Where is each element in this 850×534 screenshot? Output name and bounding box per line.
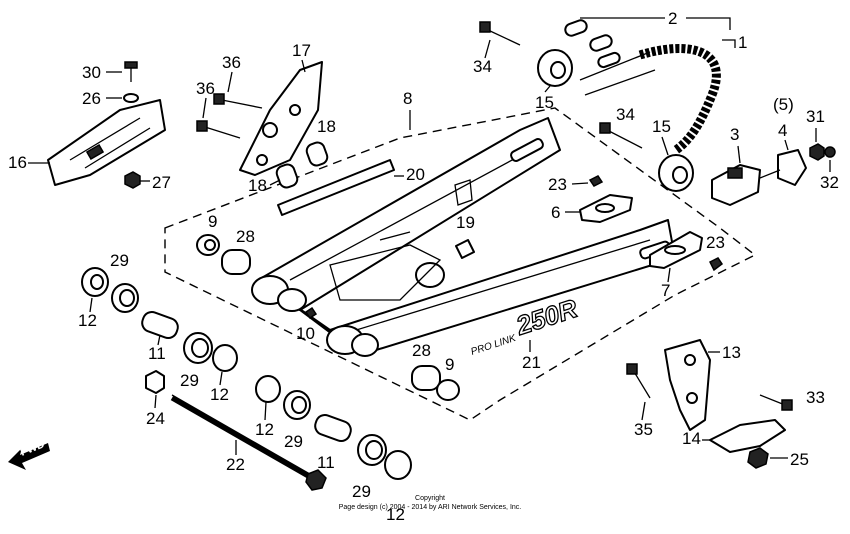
label-34b: 34 [616,105,635,124]
bolt-36-lower [204,126,241,139]
copyright-line1: Copyright [415,495,445,502]
decal-strip-20 [277,159,395,216]
label-36a: 36 [222,53,241,72]
label-4p: (5) [773,95,794,114]
label-16: 16 [8,153,27,172]
label-11a: 11 [148,344,166,363]
label-34a: 34 [473,57,492,76]
bolt-33 [759,394,786,406]
washer-26 [123,93,139,103]
drive-chain [579,44,721,154]
pivot-collar-11-b [314,413,352,443]
chain-guide-bracket-19 [455,239,475,259]
label-7: 7 [661,281,670,300]
chain-adjuster-plate-4 [777,149,807,186]
label-9b: 9 [445,355,454,374]
washer-31 [809,143,825,161]
label-27: 27 [152,173,171,192]
pivot-bolt-22 [170,395,317,483]
label-13: 13 [722,343,741,362]
label-20: 20 [406,165,425,184]
label-29a: 29 [110,251,129,270]
label-24: 24 [146,409,165,428]
label-22: 22 [226,455,245,474]
label-36b: 36 [196,79,215,98]
swingarm: PRO LINK 250R [251,117,676,358]
label-32: 32 [820,173,839,192]
label-19: 19 [456,213,475,232]
nut-27 [124,171,141,189]
needle-bearing-28-left [221,249,251,275]
label-23b: 23 [706,233,725,252]
chain-guide-13 [664,339,711,431]
label-18a: 18 [317,117,336,136]
dust-seal-12-c [255,375,281,403]
chain-guide-plate-17 [239,61,323,176]
label-30: 30 [82,63,101,82]
decal-prefix: PRO LINK [470,333,519,358]
label-21: 21 [522,353,541,372]
chain-joint-plates [564,19,621,69]
label-10: 10 [296,324,315,343]
nut-25 [747,447,769,469]
label-6: 6 [551,203,560,222]
label-26: 26 [82,89,101,108]
label-29d: 29 [352,482,371,501]
bolt-34-lower [606,129,643,149]
label-9a: 9 [208,212,217,231]
forward-arrow: FWD [8,438,50,470]
dust-seal-9-right [436,379,460,401]
label-15b: 15 [652,117,671,136]
copyright-line2: Page design (c) 2004 - 2014 by ARI Netwo… [339,504,522,511]
label-12a: 12 [78,311,97,330]
label-29b: 29 [180,371,199,390]
label-14: 14 [682,429,701,448]
label-28b: 28 [412,341,431,360]
label-1: 1 [738,33,747,52]
label-12b: 12 [210,385,229,404]
label-23a: 23 [548,175,567,194]
label-29c: 29 [284,432,303,451]
label-3: 3 [730,125,739,144]
chain-guide-slider-14 [709,419,786,453]
label-15a: 15 [535,93,554,112]
label-18b: 18 [248,176,267,195]
chain-adjuster-3 [711,164,761,206]
label-11b: 11 [317,453,335,472]
nut-24 [145,370,165,394]
pivot-collar-11-a [141,310,179,340]
label-2: 2 [668,9,677,28]
screw-23-upper [588,175,604,187]
label-12c: 12 [255,420,274,439]
label-35: 35 [634,420,653,439]
nut-32 [824,146,836,158]
label-4: 4 [778,121,787,140]
collar-18-a [305,141,329,167]
label-8: 8 [403,89,412,108]
dust-seal-12-d [384,450,412,480]
label-17: 17 [292,41,311,60]
needle-bearing-28-right [411,365,441,391]
screw-23-lower [708,257,724,272]
label-25: 25 [790,450,809,469]
pivot-bolt-22-head [305,469,327,491]
chain-slider-16 [47,99,166,186]
bolt-36-upper [221,99,263,109]
bolt-34-upper [487,29,521,46]
collar-18-b [275,163,299,189]
label-12d: 12 [386,505,405,524]
grease-fitting-10 [304,306,318,320]
dust-seal-12-b [212,344,238,372]
label-31: 31 [806,107,825,126]
assembly-outline [164,107,757,421]
label-28a: 28 [236,227,255,246]
label-33: 33 [806,388,825,407]
